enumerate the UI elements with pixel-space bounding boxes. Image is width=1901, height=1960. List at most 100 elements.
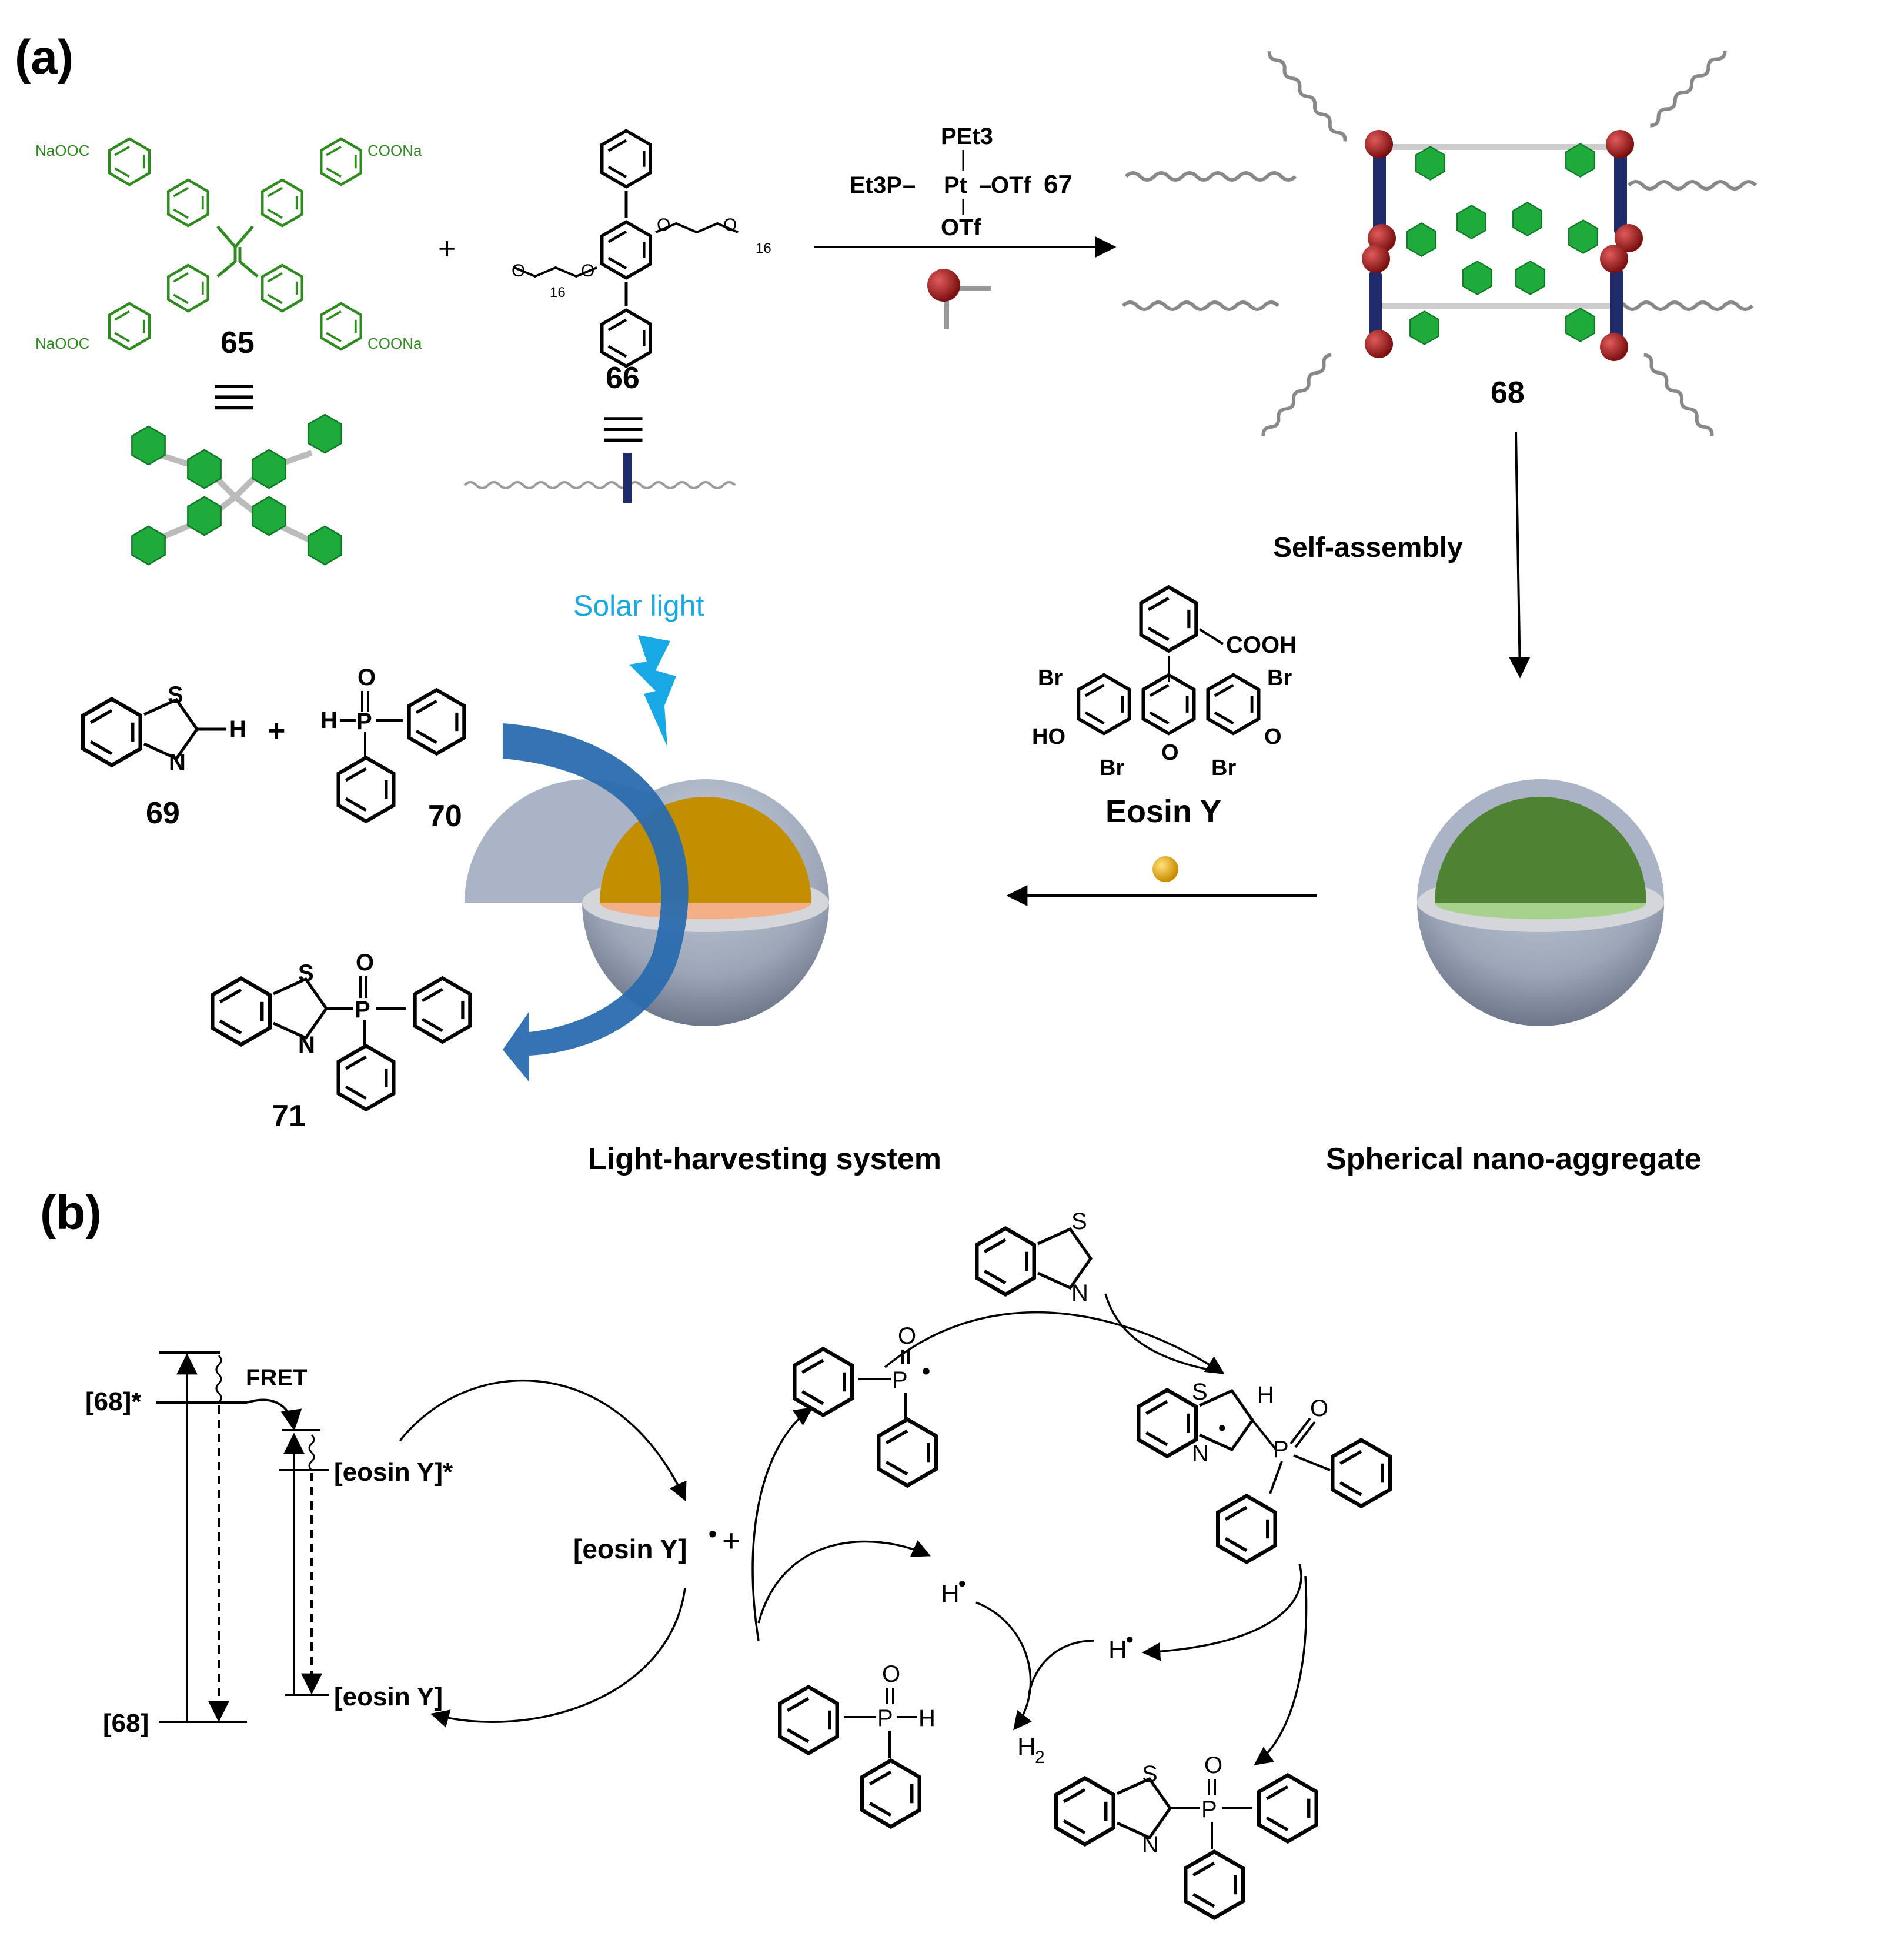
eosin-excited-label: [eosin Y]* [334,1458,453,1487]
eosin-radical-cation-label: [eosin Y] [573,1534,687,1564]
svg-text:Et3P: Et3P [850,172,902,198]
compound-71-structure: S N P O [212,950,470,1110]
svg-text:P: P [1273,1437,1289,1463]
svg-text:NaOOC: NaOOC [35,142,89,159]
svg-text:O: O [1310,1395,1328,1421]
compound-65-structure: NaOOC COONa NaOOC COONa [35,139,422,352]
level-68-ground: [68] [103,1709,149,1738]
svg-text:O: O [358,665,376,690]
svg-text:N: N [169,750,186,776]
svg-text:H: H [1257,1382,1274,1408]
benzothiazole: S N [977,1208,1093,1306]
svg-text:16: 16 [550,285,566,300]
lightning-bolt-icon [629,635,676,747]
svg-text:OTf: OTf [991,172,1032,198]
svg-text:•: • [1126,1627,1134,1651]
nano-aggregate-sphere [1417,779,1664,1026]
svg-text:P: P [355,997,370,1023]
platinum-node-icon [927,269,991,329]
svg-text:H: H [320,707,338,733]
compound-65-equiv: ||| [215,381,260,413]
panel-b-label: (b) [40,1186,102,1240]
svg-text:COONa: COONa [367,335,422,352]
svg-text:H: H [918,1705,936,1731]
svg-text:S: S [1142,1761,1158,1787]
svg-text:O: O [723,215,737,235]
plus-sign-a1: + [438,232,456,266]
level-68-excited: [68]* [85,1387,142,1416]
eosin-cation-plus: + [722,1523,741,1558]
svg-text:N: N [298,1032,315,1058]
diphenylphosphine-oxide: P O H [780,1661,936,1827]
svg-text:•: • [922,1358,930,1384]
svg-text:O: O [882,1661,900,1687]
svg-text:S: S [1071,1208,1087,1234]
svg-text:O: O [1161,740,1179,765]
compound-66-cartoon [463,453,736,503]
svg-text:Br: Br [1211,756,1236,780]
svg-text:Pt: Pt [944,172,967,198]
svg-text:P: P [1201,1797,1217,1822]
panel-a-label: (a) [15,31,73,84]
svg-text:O: O [512,261,525,281]
svg-text:67: 67 [1044,170,1073,199]
svg-text:O: O [581,261,594,281]
h-radical-2: H [1108,1635,1127,1664]
solar-light-label: Solar light [573,589,704,622]
svg-text:–: – [979,172,992,198]
energy-level-diagram [156,1351,329,1723]
compound-65-number: 65 [220,326,255,360]
svg-text:Br: Br [1100,756,1124,780]
svg-text:P: P [877,1705,893,1731]
compound-69-number: 69 [146,796,180,830]
eosin-ball-icon [1152,856,1178,882]
eosin-ground-label: [eosin Y] [334,1682,443,1711]
svg-text:COONa: COONa [367,142,422,159]
self-assembly-label: Self-assembly [1273,532,1463,563]
eosin-y-structure: COOH Br Br HO Br O Br O [1032,587,1297,780]
svg-text:O: O [657,215,670,235]
h-radical-1: H [941,1580,960,1608]
light-harvesting-label: Light-harvesting system [588,1142,941,1176]
svg-text:•: • [1218,1415,1226,1440]
svg-text:Br: Br [1267,666,1292,690]
svg-text:H: H [229,716,246,742]
svg-text:P: P [356,709,372,734]
blue-curved-arrow [503,723,689,1082]
svg-text:O: O [1264,724,1282,749]
compound-71-number: 71 [272,1099,306,1133]
svg-text:OTf: OTf [941,215,982,241]
svg-text:COOH: COOH [1226,632,1297,658]
nano-aggregate-label: Spherical nano-aggregate [1326,1142,1702,1176]
cage-68 [1121,51,1758,436]
svg-text:PEt3: PEt3 [941,123,993,149]
h2-subscript: 2 [1035,1748,1045,1767]
reagent-67: PEt3 Et3P – Pt – OTf 67 OTf [850,123,1073,241]
svg-text:16: 16 [756,241,771,256]
svg-text:NaOOC: NaOOC [35,335,89,352]
compound-66-number: 66 [606,361,640,395]
h2-label: H [1017,1732,1036,1761]
svg-text:O: O [356,950,374,976]
svg-text:S: S [298,960,314,986]
eosin-y-label: Eosin Y [1105,794,1221,829]
compound-65-cartoon [131,413,342,566]
eosin-radical-dot: • [709,1521,717,1547]
phosphinoyl-radical: P O • [794,1323,936,1485]
cycle-arrows [399,1293,1308,1765]
svg-text:•: • [958,1571,966,1595]
compound-68-number: 68 [1491,376,1525,410]
compound-70-structure: O H P [320,665,464,822]
svg-text:P: P [892,1367,908,1393]
svg-text:HO: HO [1032,724,1065,749]
compound-69-structure: S N H [83,682,246,776]
radical-adduct: S H N • O P [1138,1379,1390,1562]
plus-sign-a2: + [268,714,285,748]
compound-66-equiv: ||| [604,413,650,446]
svg-text:N: N [1142,1832,1159,1858]
final-product: S N P O [1056,1752,1317,1918]
fret-label: FRET [246,1365,307,1391]
compound-70-number: 70 [428,799,462,833]
svg-text:S: S [168,682,183,708]
